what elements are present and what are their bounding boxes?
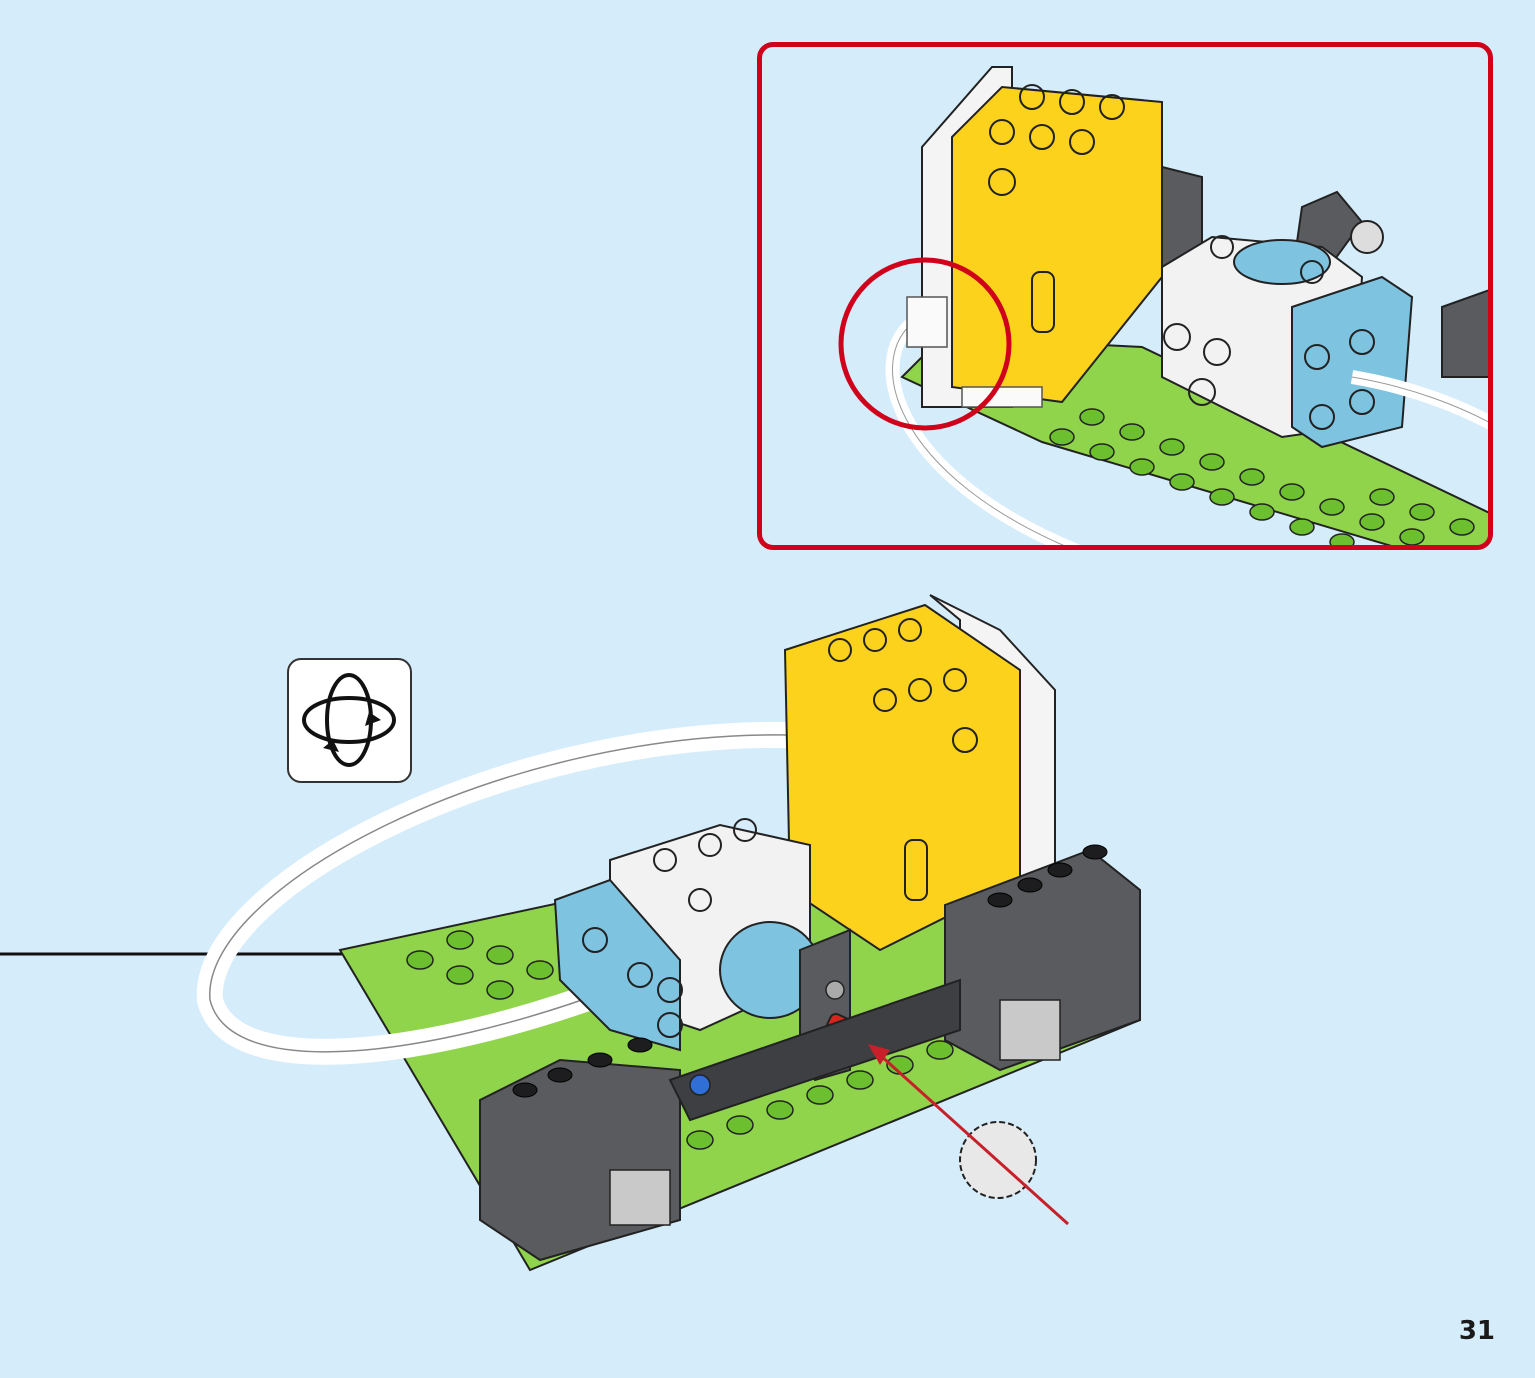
axle-tile xyxy=(999,999,1061,1061)
main-assembly-illustration xyxy=(0,594,1141,1272)
dark-brick-right xyxy=(1441,289,1488,378)
dark-brick-back-studs xyxy=(987,844,1108,908)
hub-holes xyxy=(988,84,1125,196)
page-number: 31 xyxy=(1458,1316,1495,1346)
hub-holes xyxy=(828,618,978,753)
zoom-callout xyxy=(757,42,1493,550)
cable-connector xyxy=(906,296,948,348)
axle-tile-front xyxy=(609,1169,671,1226)
rotate-model-icon xyxy=(302,673,396,767)
baseplate-studs xyxy=(1049,408,1475,545)
highlight-circle xyxy=(838,257,1012,431)
callout-illustration xyxy=(838,66,1488,545)
gear-small xyxy=(1350,220,1384,254)
hub-slot xyxy=(904,839,928,901)
motor-end-holes xyxy=(582,927,683,1038)
dark-brick-front-studs xyxy=(512,1037,653,1098)
motor-blue-end xyxy=(553,878,681,1052)
dark-technic-beam xyxy=(668,978,961,1122)
hub-slot xyxy=(1031,271,1055,333)
motor-holes xyxy=(653,818,757,912)
insert-arrow xyxy=(878,1053,1070,1226)
blue-pin xyxy=(689,1074,711,1096)
insert-arrowhead xyxy=(868,1044,890,1065)
rotate-model-badge xyxy=(287,658,412,783)
connector-plate xyxy=(961,386,1043,408)
motor-end-holes xyxy=(1304,329,1375,430)
motor-blue-hub xyxy=(1233,239,1331,285)
dark-brick-front xyxy=(479,1058,681,1262)
motor-holes xyxy=(1163,235,1324,406)
